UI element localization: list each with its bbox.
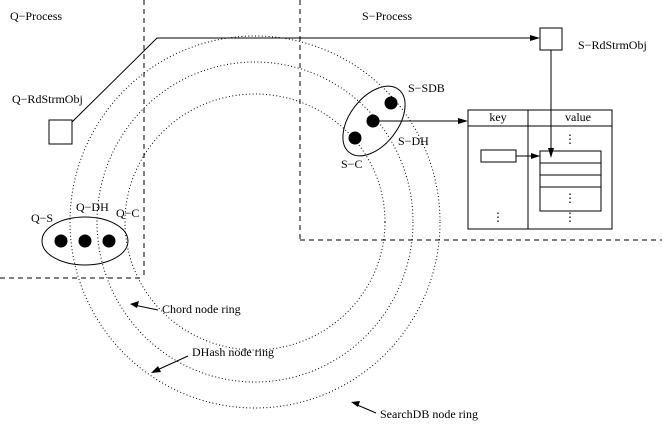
q-node-group bbox=[41, 216, 129, 266]
chord-ring-label: Chord node ring bbox=[162, 302, 241, 316]
q-to-s-rdstrmobj-connector bbox=[71, 37, 536, 123]
value-list-ellipsis: ⋮ bbox=[564, 191, 576, 205]
s-sdb-label: S−SDB bbox=[408, 81, 445, 95]
q-s-node bbox=[54, 234, 68, 248]
dhash-ring-label: DHash node ring bbox=[192, 345, 274, 359]
chord-ring-pointer-arrowhead bbox=[130, 301, 139, 308]
node-rings bbox=[69, 35, 441, 409]
hash-table-frame bbox=[467, 109, 613, 230]
q-rdstrmobj-box bbox=[48, 119, 73, 145]
table-key-header: key bbox=[489, 110, 506, 124]
value-column-bottom-ellipsis: ⋮ bbox=[564, 210, 576, 224]
q-process-label: Q−Process bbox=[10, 9, 62, 23]
s-dh-node bbox=[366, 114, 380, 128]
value-list-box bbox=[539, 150, 602, 212]
process-boundaries bbox=[0, 0, 662, 279]
dhash-node-ring bbox=[96, 61, 414, 383]
searchdb-ring-label: SearchDB node ring bbox=[380, 407, 478, 421]
q-c-label: Q−C bbox=[116, 206, 139, 220]
searchdb-node-ring bbox=[69, 35, 441, 409]
q-c-node bbox=[102, 234, 116, 248]
s-rdstrmobj-to-value-arrowhead bbox=[548, 148, 554, 158]
q-to-s-rdstrmobj-arrowhead bbox=[530, 35, 540, 41]
searchdb-ring-pointer-arrowhead bbox=[351, 401, 360, 407]
hash-table bbox=[467, 109, 613, 230]
s-dh-to-table-arrowhead bbox=[458, 118, 468, 124]
s-process-label: S−Process bbox=[362, 9, 412, 23]
dhash-ring-pointer-arrowhead bbox=[151, 366, 161, 373]
q-s-label: Q−S bbox=[31, 211, 53, 225]
s-rdstrmobj-label: S−RdStrmObj bbox=[578, 38, 647, 52]
q-rdstrmobj-label: Q−RdStrmObj bbox=[12, 92, 83, 106]
q-node-group-outline bbox=[41, 216, 129, 266]
q-dh-label: Q−DH bbox=[76, 200, 109, 214]
s-dh-label: S−DH bbox=[398, 134, 429, 148]
s-rdstrmobj-box bbox=[539, 27, 563, 51]
q-dh-node bbox=[78, 234, 92, 248]
s-c-node bbox=[348, 131, 362, 145]
s-c-label: S−C bbox=[341, 157, 362, 171]
dhash-ring-pointer bbox=[154, 355, 189, 372]
value-column-top-ellipsis: ⋮ bbox=[564, 132, 576, 146]
s-sdb-node bbox=[384, 96, 398, 110]
chord-node-ring bbox=[124, 93, 386, 351]
table-value-header: value bbox=[565, 110, 591, 124]
key-column-bottom-ellipsis: ⋮ bbox=[492, 210, 504, 224]
chord-ring-pointer bbox=[133, 304, 159, 311]
s-node-group-outline bbox=[342, 85, 406, 157]
key-entry-box bbox=[480, 149, 517, 163]
key-to-value-arrowhead bbox=[531, 153, 540, 159]
